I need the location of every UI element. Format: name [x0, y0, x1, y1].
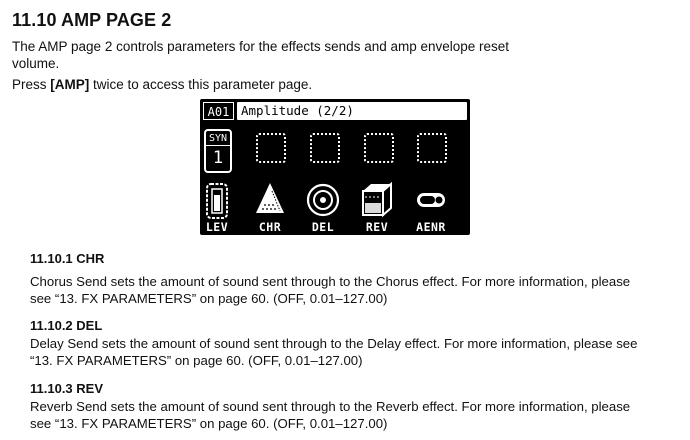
machine-label: SYN — [206, 132, 230, 146]
section-body-rev: Reverb Send sets the amount of sound sen… — [30, 398, 670, 432]
section-heading-del: 11.10.2 DEL — [30, 318, 103, 333]
press-suffix: twice to access this parameter page. — [89, 77, 313, 92]
page-title: 11.10 AMP PAGE 2 — [12, 10, 172, 30]
machine-number: 1 — [212, 148, 224, 168]
screen-page-header: Amplitude (2/2) — [237, 102, 467, 120]
param-label-chr: CHR — [258, 220, 282, 234]
track-indicator: A01 — [203, 102, 234, 120]
section-body-del: Delay Send sets the amount of sound sent… — [30, 335, 670, 369]
chorus-cone-icon — [248, 179, 292, 219]
param-label-del: DEL — [311, 220, 335, 234]
section-heading-chr: 11.10.1 CHR — [30, 251, 105, 266]
empty-param-slot — [417, 133, 447, 163]
machine-badge: SYN 1 — [204, 129, 232, 173]
section-line: Reverb Send sets the amount of sound sen… — [30, 399, 631, 414]
press-prefix: Press — [12, 77, 51, 92]
reverb-cube-icon — [355, 179, 399, 219]
param-label-rev: REV — [365, 220, 389, 234]
section-body-chr: Chorus Send sets the amount of sound sen… — [30, 273, 670, 307]
level-meter-icon — [195, 179, 239, 219]
empty-param-slot — [364, 133, 394, 163]
empty-param-slot — [256, 133, 286, 163]
section-line: see “13. FX PARAMETERS” on page 60. (OFF… — [30, 416, 388, 431]
section-line: “13. FX PARAMETERS” on page 60. (OFF, 0.… — [30, 353, 363, 368]
device-screen: A01 Amplitude (2/2) SYN 1 — [200, 99, 470, 235]
delay-circle-icon — [301, 179, 345, 219]
section-line: Delay Send sets the amount of sound sent… — [30, 336, 638, 351]
param-label-aenr: AENR — [416, 220, 446, 234]
param-label-lev: LEV — [205, 220, 229, 234]
section-line: see “13. FX PARAMETERS” on page 60. (OFF… — [30, 291, 388, 306]
envelope-reset-toggle-icon — [409, 179, 453, 219]
intro-paragraph: The AMP page 2 controls parameters for t… — [12, 39, 510, 71]
section-line: Chorus Send sets the amount of sound sen… — [30, 274, 631, 289]
section-heading-rev: 11.10.3 REV — [30, 381, 103, 396]
empty-param-slot — [310, 133, 340, 163]
press-instruction: Press [AMP] twice to access this paramet… — [12, 76, 312, 93]
amp-key-label: [AMP] — [50, 77, 90, 92]
